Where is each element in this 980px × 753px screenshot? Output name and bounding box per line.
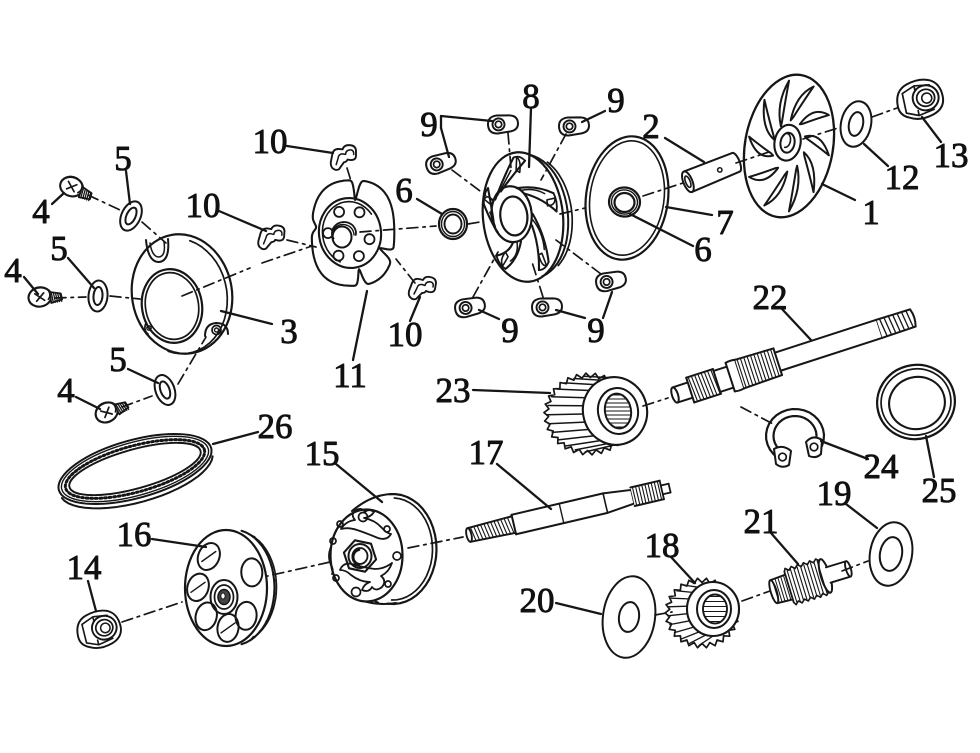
svg-text:2: 2 xyxy=(642,107,660,146)
svg-text:7: 7 xyxy=(716,203,734,242)
svg-text:24: 24 xyxy=(864,447,899,486)
svg-text:6: 6 xyxy=(395,171,413,210)
svg-text:9: 9 xyxy=(607,81,625,120)
svg-text:4: 4 xyxy=(4,251,22,290)
svg-text:1: 1 xyxy=(862,193,880,232)
svg-text:4: 4 xyxy=(32,192,50,231)
svg-text:16: 16 xyxy=(117,515,152,554)
svg-text:6: 6 xyxy=(694,230,712,269)
svg-text:14: 14 xyxy=(67,548,102,587)
svg-text:9: 9 xyxy=(420,105,438,144)
svg-text:3: 3 xyxy=(280,312,298,351)
svg-text:23: 23 xyxy=(436,371,471,410)
svg-text:9: 9 xyxy=(587,311,605,350)
svg-text:5: 5 xyxy=(50,229,68,268)
svg-text:5: 5 xyxy=(109,340,127,379)
svg-text:25: 25 xyxy=(922,471,957,510)
svg-text:15: 15 xyxy=(305,434,340,473)
svg-text:10: 10 xyxy=(186,186,221,225)
svg-text:13: 13 xyxy=(934,136,969,175)
svg-text:18: 18 xyxy=(645,526,680,565)
svg-text:12: 12 xyxy=(885,158,920,197)
svg-text:19: 19 xyxy=(817,474,852,513)
svg-text:17: 17 xyxy=(469,433,504,472)
svg-text:4: 4 xyxy=(57,371,75,410)
svg-text:22: 22 xyxy=(753,278,788,317)
svg-text:8: 8 xyxy=(522,77,540,116)
svg-text:9: 9 xyxy=(501,311,519,350)
svg-text:11: 11 xyxy=(333,356,367,395)
svg-text:10: 10 xyxy=(388,315,423,354)
svg-text:5: 5 xyxy=(114,139,132,178)
svg-text:20: 20 xyxy=(520,581,555,620)
svg-text:10: 10 xyxy=(253,122,288,161)
svg-text:26: 26 xyxy=(258,407,293,446)
svg-text:21: 21 xyxy=(744,502,779,541)
